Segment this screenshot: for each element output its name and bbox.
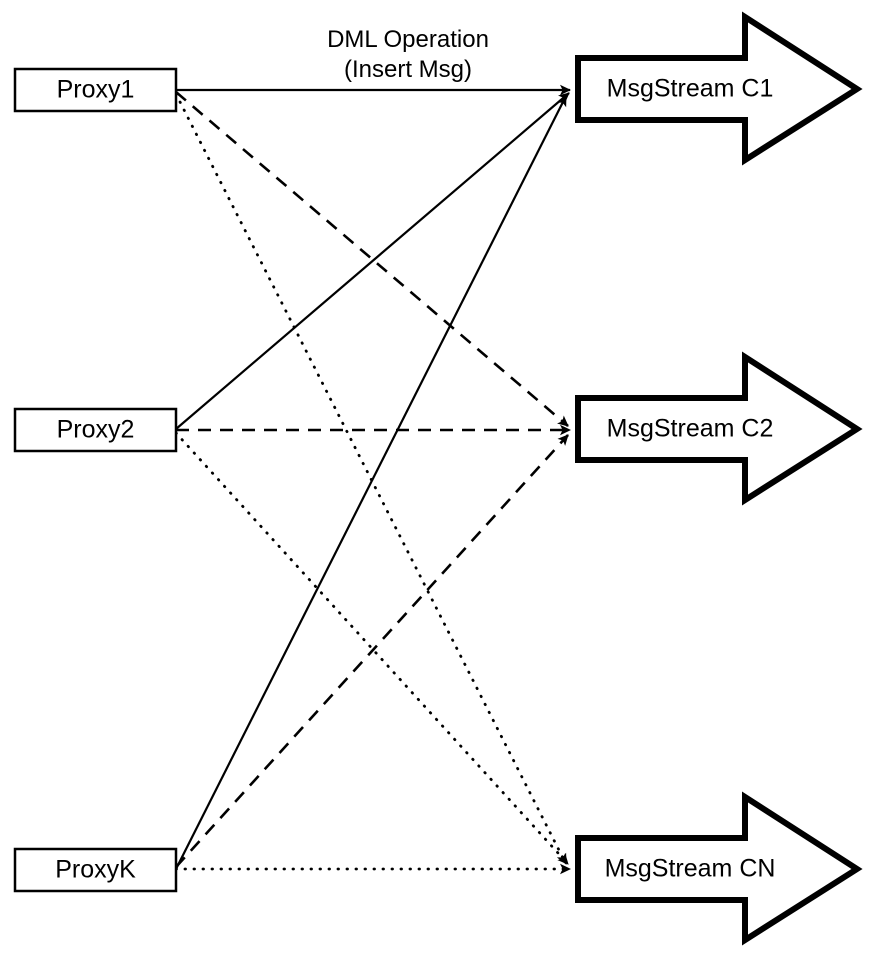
edge-label-line2: (Insert Msg) — [344, 56, 472, 83]
edge-label-line1: DML Operation — [327, 26, 489, 53]
node-proxyk[interactable]: ProxyK — [13, 847, 178, 893]
msgstream-c2-label: MsgStream C2 — [607, 415, 774, 443]
msgstream-c1-label: MsgStream C1 — [607, 75, 774, 103]
edge-label-dml-operation: DML Operation (Insert Msg) — [327, 26, 489, 83]
node-msgstream-cn[interactable]: MsgStream CN — [575, 791, 863, 946]
connection-proxy2-to-stream-c1 — [175, 92, 570, 430]
msgstream-cn-label: MsgStream CN — [605, 855, 776, 883]
node-msgstream-c2[interactable]: MsgStream C2 — [575, 351, 863, 506]
msgstream-c1-arrow-shape[interactable] — [575, 11, 863, 166]
node-proxy1[interactable]: Proxy1 — [13, 67, 178, 113]
proxy2-label: Proxy2 — [57, 416, 135, 444]
connection-proxy1-to-stream-cn — [174, 92, 568, 866]
proxy1-box[interactable] — [13, 67, 178, 113]
proxy1-label: Proxy1 — [57, 76, 135, 104]
connections-to-stream-c1 — [175, 84, 571, 870]
node-proxy2[interactable]: Proxy2 — [13, 407, 178, 453]
proxyk-box[interactable] — [13, 847, 178, 893]
connections-to-stream-cn — [174, 92, 572, 875]
msgstream-cn-arrow-shape[interactable] — [575, 791, 863, 946]
connection-proxyk-to-stream-c2 — [175, 434, 569, 868]
proxyk-label: ProxyK — [55, 856, 136, 884]
connections-to-stream-c2 — [175, 91, 571, 868]
connection-proxy1-to-stream-c2 — [175, 91, 569, 427]
connection-proxyk-to-stream-c1 — [175, 95, 567, 870]
msgstream-c2-arrow-shape[interactable] — [575, 351, 863, 506]
connection-proxy2-to-stream-cn — [174, 431, 570, 866]
proxy2-box[interactable] — [13, 407, 178, 453]
node-msgstream-c1[interactable]: MsgStream C1 — [575, 11, 863, 166]
